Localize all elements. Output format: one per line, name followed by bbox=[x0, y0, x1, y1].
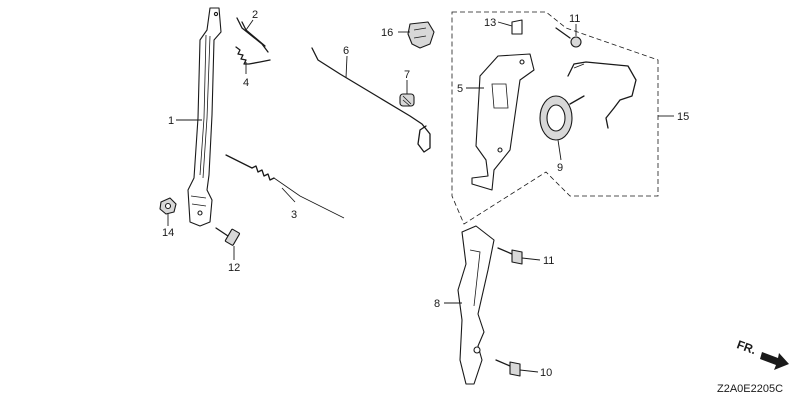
front-direction-indicator: FR. bbox=[735, 337, 789, 370]
diagram-code: Z2A0E2205C bbox=[717, 383, 783, 395]
part-11-bolt-top bbox=[555, 27, 582, 48]
callout-2: 2 bbox=[252, 9, 258, 21]
callout-7: 7 bbox=[404, 69, 410, 81]
callout-12: 12 bbox=[228, 262, 240, 274]
callout-5: 5 bbox=[457, 83, 463, 95]
callout-1: 1 bbox=[168, 115, 174, 127]
callout-15: 15 bbox=[677, 111, 689, 123]
callout-11-lower: 11 bbox=[543, 255, 554, 267]
part-1-arm bbox=[187, 7, 222, 227]
assembly-15-box bbox=[451, 11, 659, 225]
part-7-nut bbox=[399, 93, 415, 107]
callout-9: 9 bbox=[557, 162, 563, 174]
callout-13: 13 bbox=[484, 17, 496, 29]
part-8-guard bbox=[457, 225, 495, 385]
part-16-clip bbox=[407, 21, 435, 49]
part-4-spring bbox=[235, 46, 271, 65]
callout-10: 10 bbox=[540, 367, 552, 379]
callout-11-top: 11 bbox=[569, 13, 580, 25]
part-3-cable bbox=[225, 154, 345, 219]
part-14-nut bbox=[159, 197, 177, 215]
part-15-harness bbox=[567, 61, 637, 129]
callout-labels: 1 2 3 4 5 6 7 8 9 10 11 11 12 13 14 15 1… bbox=[162, 9, 689, 379]
callout-14: 14 bbox=[162, 227, 174, 239]
part-13-clip bbox=[511, 19, 523, 35]
callout-6: 6 bbox=[343, 45, 349, 57]
callout-16: 16 bbox=[381, 27, 393, 39]
direction-arrow-icon bbox=[760, 352, 789, 370]
part-11-bolt-lower bbox=[497, 247, 523, 265]
part-12-bolt bbox=[215, 227, 241, 246]
part-6-control-rod bbox=[311, 47, 431, 153]
direction-label: FR. bbox=[735, 337, 758, 357]
callout-4: 4 bbox=[243, 77, 249, 89]
part-10-bolt bbox=[495, 359, 521, 377]
part-5-bracket bbox=[471, 53, 535, 191]
callout-3: 3 bbox=[291, 209, 297, 221]
part-9-switch bbox=[539, 95, 585, 141]
leader-lines bbox=[167, 19, 674, 373]
callout-8: 8 bbox=[434, 298, 440, 310]
part-2-rod bbox=[236, 17, 269, 53]
